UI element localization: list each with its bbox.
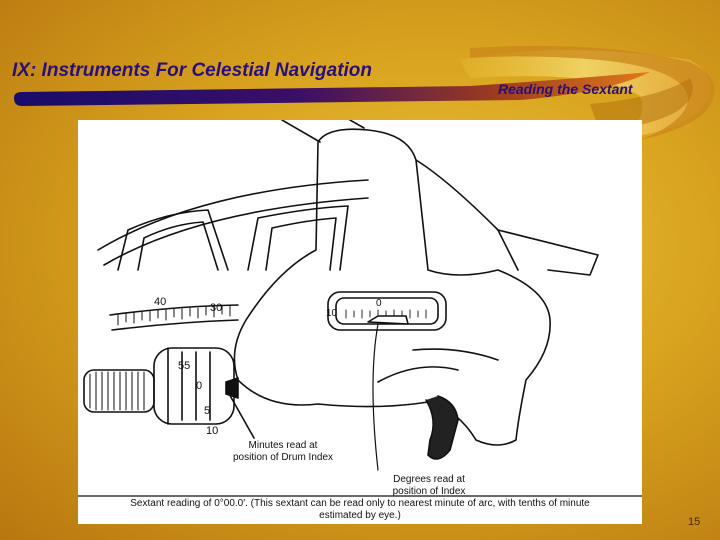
callout-minutes-line1: Minutes read at (248, 440, 318, 451)
sextant-illustration: 40 30 10 0 55 0 5 10 Minutes read at pos… (78, 120, 642, 524)
drum-number-55: 55 (178, 360, 191, 372)
drum-number-10: 10 (206, 425, 219, 437)
sextant-drawing (78, 120, 642, 497)
arc-number-40: 40 (154, 296, 167, 308)
callout-degrees-line1: Degrees read at (393, 474, 465, 485)
page-number: 15 (688, 516, 701, 528)
slide-subtitle: Reading the Sextant (498, 81, 633, 97)
slide-title: IX: Instruments For Celestial Navigation (12, 60, 373, 81)
drum-number-5: 5 (204, 405, 211, 417)
arc-number-30: 30 (210, 302, 223, 314)
figure-caption: Sextant reading of 0°00.0′. (This sextan… (78, 498, 642, 522)
callout-minutes-line2: position of Drum Index (232, 452, 334, 463)
index-number-10: 10 (326, 308, 338, 319)
callout-minutes: Minutes read at position of Drum Index (218, 440, 348, 464)
index-number-0: 0 (376, 298, 382, 309)
callout-degrees-line2: position of Index (392, 486, 466, 497)
caption-line1: Sextant reading of 0°00.0′. (This sextan… (130, 498, 590, 509)
caption-line2: estimated by eye.) (319, 510, 401, 521)
callout-degrees: Degrees read at position of Index (374, 474, 484, 498)
drum-number-0: 0 (196, 380, 203, 392)
header-swoosh (14, 45, 715, 140)
